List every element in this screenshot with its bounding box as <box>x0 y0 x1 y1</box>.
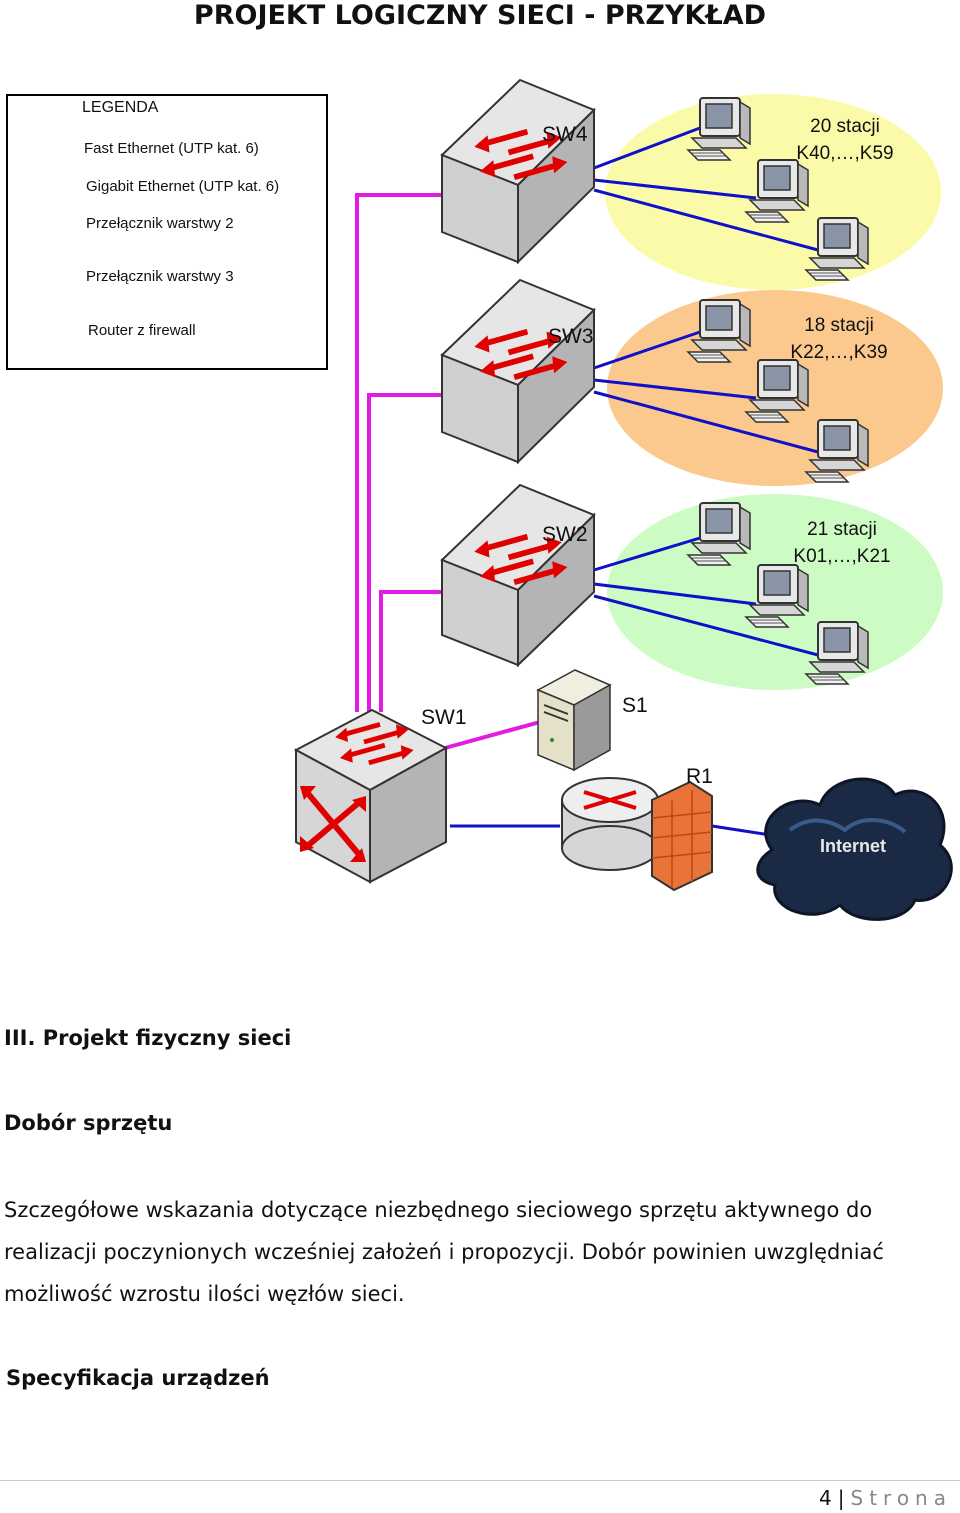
paragraph-line: realizacji poczynionych wcześniej założe… <box>4 1240 884 1264</box>
legend-gigabit-ethernet-label: Gigabit Ethernet (UTP kat. 6) <box>86 178 280 195</box>
page-title: PROJEKT LOGICZNY SIECI - PRZYKŁAD <box>193 0 767 31</box>
page-number: 4 <box>819 1486 832 1510</box>
switch-sw1-icon <box>293 708 449 884</box>
device-label-sw3: SW3 <box>548 325 594 348</box>
page-footer: 4|Strona <box>819 1486 952 1510</box>
device-label-s1: S1 <box>622 694 648 717</box>
legend-switch-l2-label: Przełącznik warstwy 2 <box>86 215 234 232</box>
group-sw3-label: 18 stacji K22,…,K39 <box>764 312 914 366</box>
group-sw2-range: K01,…,K21 <box>793 546 891 567</box>
group-sw2-label: 21 stacji K01,…,K21 <box>767 516 917 570</box>
switch-sw4-icon <box>440 78 596 265</box>
legend-switch-l3-label: Przełącznik warstwy 3 <box>86 268 234 285</box>
spec-heading: Specyfikacja urządzeń <box>6 1366 270 1390</box>
paragraph-line: Szczegółowe wskazania dotyczące niezbędn… <box>4 1198 873 1222</box>
legend-heading: LEGENDA <box>82 99 159 116</box>
section-paragraph: Szczegółowe wskazania dotyczące niezbędn… <box>4 1189 959 1315</box>
router-r1-icon <box>561 777 713 892</box>
group-sw4-range: K40,…,K59 <box>796 143 894 164</box>
legend-box <box>6 94 328 370</box>
device-label-sw1: SW1 <box>421 706 467 729</box>
device-label-sw4: SW4 <box>542 123 588 146</box>
group-sw2-count: 21 stacji <box>807 519 877 540</box>
device-label-r1: R1 <box>686 765 713 788</box>
internet-label: Internet <box>820 836 887 856</box>
internet-cloud-icon <box>756 777 953 921</box>
footer-word: Strona <box>850 1486 952 1510</box>
switch-sw2-icon <box>440 483 596 668</box>
paragraph-line: możliwość wzrostu ilości węzłów sieci. <box>4 1282 405 1306</box>
switch-sw3-icon <box>440 278 596 465</box>
group-sw4-count: 20 stacji <box>810 116 880 137</box>
server-s1-icon <box>536 669 612 772</box>
group-sw3-range: K22,…,K39 <box>790 342 888 363</box>
gigabit-links <box>355 193 541 750</box>
device-label-sw2: SW2 <box>542 523 588 546</box>
legend-fast-ethernet-label: Fast Ethernet (UTP kat. 6) <box>84 140 259 157</box>
group-sw4-label: 20 stacji K40,…,K59 <box>770 113 920 167</box>
section-heading: III. Projekt fizyczny sieci <box>4 1026 292 1050</box>
footer-separator: | <box>837 1486 845 1510</box>
footer-divider <box>0 1480 960 1481</box>
legend-router-firewall-label: Router z firewall <box>88 322 196 339</box>
section-subheading: Dobór sprzętu <box>4 1111 173 1135</box>
group-sw3-count: 18 stacji <box>804 315 874 336</box>
